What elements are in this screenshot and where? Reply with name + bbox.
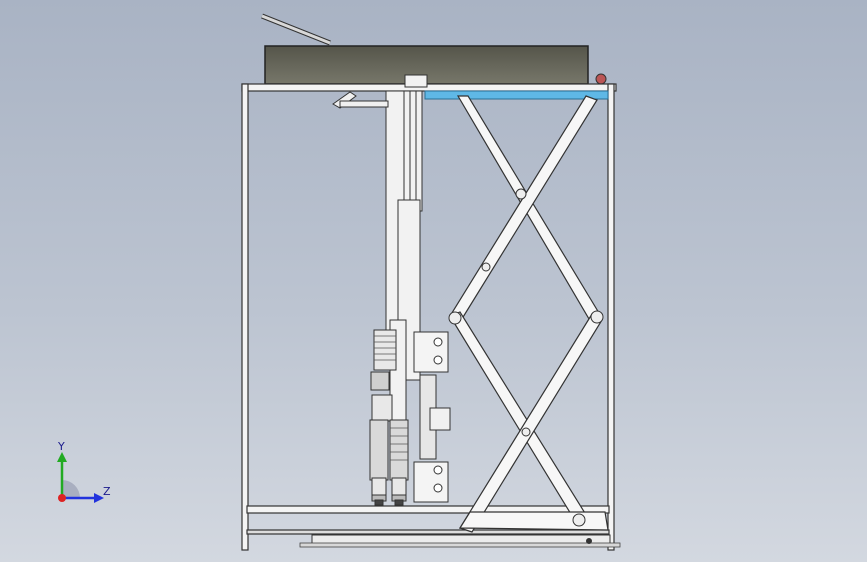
red-knob xyxy=(595,73,607,85)
base-plate xyxy=(299,534,621,548)
top-handle xyxy=(261,13,331,46)
scissor-lift xyxy=(449,95,609,533)
side-lever xyxy=(332,91,389,109)
y-axis-label: Y xyxy=(58,440,65,453)
outer-frame xyxy=(241,83,617,551)
mount-plate-lower xyxy=(413,461,449,503)
z-axis-label: Z xyxy=(103,485,111,498)
axis-triad: Y Z xyxy=(40,430,130,520)
triad-icon xyxy=(57,452,104,503)
motor-block xyxy=(419,374,451,460)
suction-feet xyxy=(371,494,407,506)
lift-pivots xyxy=(448,188,604,544)
mount-plate-upper xyxy=(413,331,449,373)
spring-cylinders xyxy=(369,329,409,497)
spring-coils xyxy=(374,335,408,461)
highlight-rail xyxy=(424,90,609,100)
